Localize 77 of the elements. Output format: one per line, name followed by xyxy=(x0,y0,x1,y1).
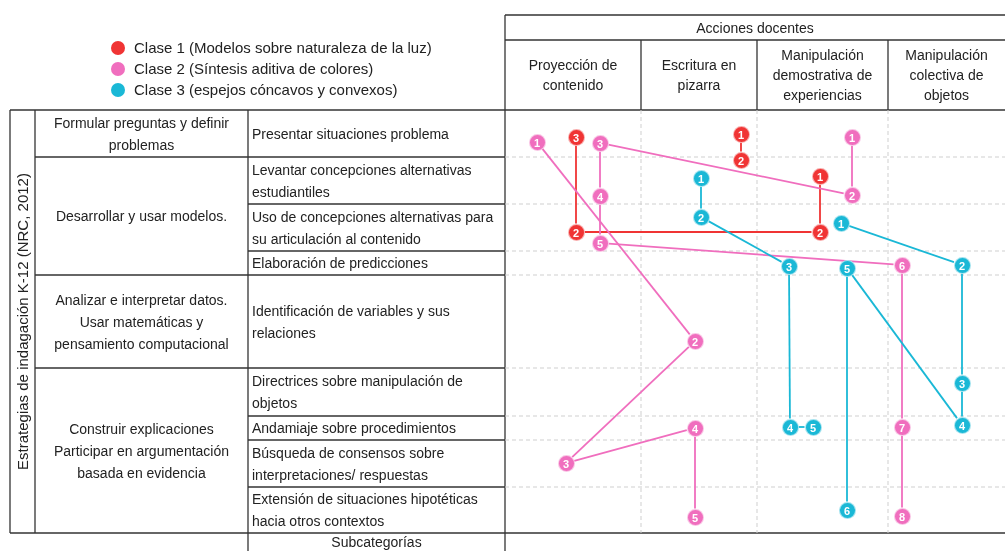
numbered-marker: 1 xyxy=(692,169,710,187)
numbered-marker: 2 xyxy=(692,208,710,226)
connector-line xyxy=(700,185,702,210)
subcategory-label: Extensión de situaciones hipotéticas hacia otros contextos xyxy=(252,490,479,531)
category-label: Desarrollar y usar modelos. xyxy=(55,207,228,226)
numbered-marker: 4 xyxy=(591,187,609,205)
connector-line xyxy=(583,231,813,233)
connector-line xyxy=(901,272,903,420)
numbered-marker: 2 xyxy=(567,223,585,241)
numbered-marker: 1 xyxy=(811,167,829,185)
subcategory-label: Levantar concepciones alternativas estudiantiles xyxy=(252,160,473,202)
connector-line xyxy=(851,144,853,188)
connector-line xyxy=(961,272,963,376)
legend-text: Clase 1 (Modelos sobre naturaleza de la luz) xyxy=(134,38,432,58)
category-label: Construir explicaciones Participar en argumentación basada en evidencia xyxy=(52,419,231,483)
numbered-marker: 2 xyxy=(811,223,829,241)
column-header: Manipulación colectiva de objetos xyxy=(904,46,989,105)
numbered-marker: 3 xyxy=(591,134,609,152)
subcategory-label: Uso de concepciones alternativas para su articulación al contenido xyxy=(252,207,495,249)
connector-line xyxy=(961,390,963,418)
connector-line xyxy=(797,426,806,428)
column-header: Manipulación demostrativa de experiencias xyxy=(771,46,874,105)
connector-line xyxy=(848,224,955,264)
subcategory-label: Presentar situaciones problema xyxy=(252,124,449,144)
subcategory-label: Directrices sobre manipulación de objetos xyxy=(252,372,464,413)
column-header: Proyección de contenido xyxy=(527,56,619,95)
section-header: Acciones docentes xyxy=(696,18,814,38)
numbered-marker: 6 xyxy=(893,256,911,274)
connector-line xyxy=(575,144,577,225)
connector-line xyxy=(851,273,958,420)
numbered-marker: 4 xyxy=(686,419,704,437)
connector-line xyxy=(788,273,791,420)
numbered-marker: 4 xyxy=(781,418,799,436)
column-header: Escritura en pizarra xyxy=(660,56,738,95)
legend-text: Clase 2 (Síntesis aditiva de colores) xyxy=(134,59,374,79)
numbered-marker: 7 xyxy=(893,418,911,436)
connector-line xyxy=(573,429,688,462)
numbered-marker: 1 xyxy=(528,133,546,151)
numbered-marker: 2 xyxy=(686,332,704,350)
numbered-marker: 3 xyxy=(557,454,575,472)
connector-line xyxy=(707,220,783,263)
connector-line xyxy=(694,435,696,510)
subcategory-label: Elaboración de predicciones xyxy=(252,254,428,273)
numbered-marker: 5 xyxy=(591,234,609,252)
numbered-marker: 6 xyxy=(838,501,856,519)
connector-line xyxy=(901,434,903,509)
numbered-marker: 2 xyxy=(843,186,861,204)
category-label: Analizar e interpretar datos. Usar matemáticas y pensamiento computacional xyxy=(53,290,230,354)
numbered-marker: 3 xyxy=(567,128,585,146)
numbered-marker: 3 xyxy=(953,374,971,392)
numbered-marker: 8 xyxy=(893,507,911,525)
numbered-marker: 5 xyxy=(838,259,856,277)
numbered-marker: 1 xyxy=(832,214,850,232)
connector-line xyxy=(541,147,691,336)
connector-line xyxy=(819,183,821,225)
axis-title: Subcategorías xyxy=(331,533,422,551)
numbered-marker: 1 xyxy=(732,125,750,143)
numbered-marker: 2 xyxy=(732,151,750,169)
connector-line xyxy=(607,143,845,195)
connector-line xyxy=(740,141,742,153)
numbered-marker: 2 xyxy=(953,256,971,274)
connector-line xyxy=(599,203,601,236)
numbered-marker: 1 xyxy=(843,128,861,146)
subcategory-label: Identificación de variables y sus relaciones xyxy=(252,301,451,343)
subcategory-label: Andamiaje sobre procedimientos xyxy=(252,419,456,438)
numbered-marker: 3 xyxy=(780,257,798,275)
numbered-marker: 5 xyxy=(686,508,704,526)
connector-line xyxy=(599,150,601,189)
connector-line xyxy=(846,275,848,503)
connector-line xyxy=(571,345,690,459)
numbered-marker: 4 xyxy=(953,416,971,434)
subcategory-label: Búsqueda de consensos sobre interpretaciones/ respuestas xyxy=(252,443,446,485)
connector-line xyxy=(607,242,895,266)
legend-text: Clase 3 (espejos cóncavos y convexos) xyxy=(134,80,398,100)
category-label: Formular preguntas y definir problemas xyxy=(52,113,231,155)
axis-title: Estrategias de indagación K-12 (NRC, 2012) xyxy=(12,173,32,470)
numbered-marker: 5 xyxy=(804,418,822,436)
